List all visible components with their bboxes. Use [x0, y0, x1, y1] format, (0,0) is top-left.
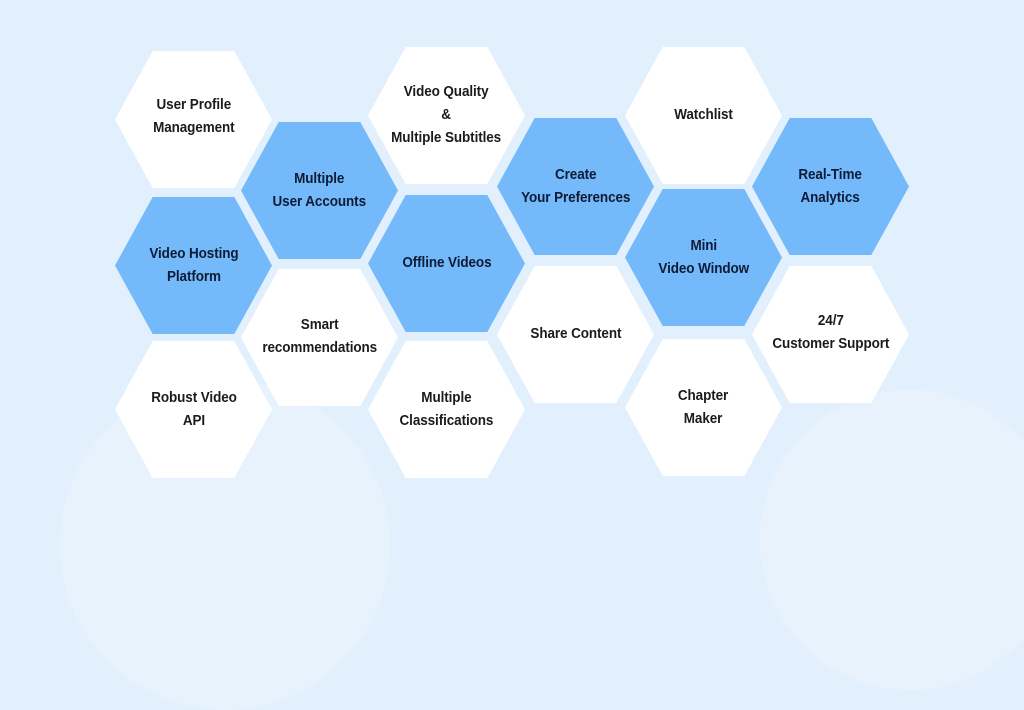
- hex-label-line: Mini: [690, 237, 717, 254]
- hex-share-content: Share Content: [497, 266, 654, 403]
- hex-mini-video-window: Mini Video Window: [625, 189, 782, 326]
- hex-label-line: Create: [554, 166, 597, 183]
- hex-label-line: Offline Videos: [401, 255, 492, 271]
- hex-label-line: 24/7: [817, 312, 844, 329]
- hex-robust-video-api: Robust Video API: [115, 341, 272, 478]
- hex-label-line: &: [441, 107, 452, 123]
- hex-label-line: recommendations: [262, 339, 377, 356]
- hex-label-line: Management: [152, 119, 235, 136]
- hex-create-your-preferences: Create Your Preferences: [497, 118, 654, 255]
- hex-watchlist: Watchlist: [625, 47, 782, 184]
- hex-multiple-classifications: Multiple Classifications: [368, 341, 525, 478]
- hex-offline-videos: Offline Videos: [368, 195, 525, 332]
- hex-label-line: Smart: [300, 316, 339, 333]
- hex-label-line: Chapter: [678, 387, 729, 404]
- hex-label-line: Video Hosting: [148, 245, 239, 262]
- hex-label-line: Analytics: [800, 189, 861, 206]
- hex-customer-support: 24/7 Customer Support: [752, 266, 909, 403]
- hex-label-line: Multiple Subtitles: [391, 130, 502, 146]
- hex-label-line: Video Window: [658, 260, 749, 277]
- hex-label-line: Video Quality: [404, 84, 489, 100]
- hex-label-line: User Profile: [156, 96, 231, 113]
- hex-label-line: Watchlist: [674, 107, 733, 123]
- hex-label-line: Multiple: [421, 389, 472, 406]
- hex-video-quality-subtitles: Video Quality & Multiple Subtitles: [368, 47, 525, 184]
- hex-label-line: API: [182, 412, 205, 429]
- hex-label-line: Share Content: [530, 326, 621, 342]
- hex-real-time-analytics: Real-Time Analytics: [752, 118, 909, 255]
- hex-label-line: Maker: [684, 410, 723, 427]
- feature-hex-grid: User Profile Management Video Hosting Pl…: [115, 47, 909, 478]
- hex-video-hosting-platform: Video Hosting Platform: [115, 197, 272, 334]
- hex-smart-recommendations: Smart recommendations: [241, 269, 398, 406]
- hex-chapter-maker: Chapter Maker: [625, 339, 782, 476]
- hex-multiple-user-accounts: Multiple User Accounts: [241, 122, 398, 259]
- hex-label-line: Multiple: [294, 170, 345, 187]
- hex-label-line: Real-Time: [798, 166, 863, 183]
- hex-label-line: Robust Video: [150, 389, 237, 406]
- hex-label-line: Platform: [166, 268, 221, 285]
- hex-user-profile-management: User Profile Management: [115, 51, 272, 188]
- hex-label-line: Your Preferences: [520, 189, 631, 206]
- hex-label-line: Classifications: [399, 412, 494, 429]
- hex-label-line: User Accounts: [272, 193, 367, 210]
- hex-label-line: Customer Support: [772, 335, 889, 352]
